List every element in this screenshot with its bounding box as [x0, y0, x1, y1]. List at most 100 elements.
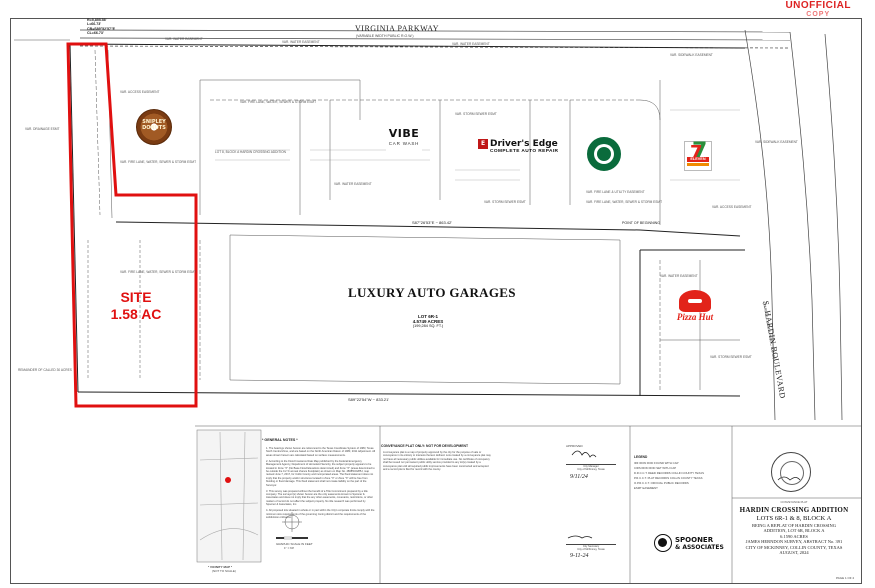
curve-data: R=5,855.58' L=66.73' CB=S89°52'57"E CL=6… — [87, 18, 115, 36]
site-outline — [66, 42, 198, 408]
legend-item: P.R.C.C.T. PLAT RECORDS COLLIN COUNTY TE… — [634, 476, 703, 480]
secretary-sig-line — [566, 544, 616, 545]
spooner-associates-logo: SPOONER & ASSOCIATES — [654, 534, 730, 554]
general-note-2: 2. According to the Flood Insurance Rate… — [266, 459, 375, 487]
snipley-donuts-text: SNIPLEY DONUTS — [142, 119, 166, 131]
point-of-beginning-label: POINT OF BEGINNING — [622, 221, 661, 225]
title-block-survey: JAMES HERNDON SURVEY, ABSTRACT No. 391 — [745, 539, 843, 545]
legend-title: LEGEND — [634, 455, 648, 459]
vibe-main-text: VIBE — [388, 127, 420, 140]
legend-item: D.R.C.C.T. DEED RECORDS COLLIN COUNTY TE… — [634, 471, 704, 475]
easement-water-label-2: VAR. WATER EASEMENT — [282, 40, 320, 44]
legend-item: IRF IRON ROD FOUND WITH CAP — [634, 461, 679, 465]
vibe-car-wash-logo: VIBE CAR WASH — [386, 127, 422, 157]
unofficial-copy-stamp: UNOFFICIAL COPY — [785, 0, 851, 19]
conveyance-title: CONVEYANCE PLAT ONLY: NOT FOR DEVELOPMEN… — [381, 444, 469, 448]
easement-sidewalk-label-2: VAR. SIDEWALK EASEMENT — [755, 140, 798, 144]
easement-water-label-4: VAR. WATER EASEMENT — [334, 182, 372, 186]
north-line-bearing: S87°26'53"E ~ 863.42' — [412, 220, 453, 225]
curve-radius: R=5,855.58' — [87, 18, 107, 22]
title-block-frame — [195, 425, 862, 584]
hardin-block-label: LOT 8, BLOCK A HARDIN CROSSING ADDITION — [215, 150, 286, 154]
seven-eleven-logo: 7 7 ELEVEN — [684, 141, 712, 171]
drivers-edge-main-text: Driver's Edge — [490, 139, 558, 149]
easement-storm-label-2: VAR. STORM SEWER ESMT — [484, 200, 526, 204]
title-block-lots: LOTS 6R-1 & 8, BLOCK A — [756, 515, 832, 522]
general-notes-column: 1. The bearings shown hereon are referen… — [266, 447, 376, 522]
title-block-acreage: 6.1590 ACRES — [780, 533, 808, 539]
easement-fire-lane-util-label: VAR. FIRE LANE & UTILITY EASEMENT — [586, 190, 645, 194]
curve-length: L=66.73' — [87, 22, 102, 27]
title-block-addition: HARDIN CROSSING ADDITION — [739, 506, 849, 514]
vicinity-map — [196, 429, 262, 563]
easement-fire-lane-label-3: VAR. FIRE LANE, WATER, SEWER & STORM ESM… — [586, 200, 663, 204]
conveyance-text: A conveyance plat is a map of property a… — [383, 451, 491, 472]
starbucks-siren-icon — [597, 147, 611, 161]
title-block-date: AUGUST, 2024 — [779, 550, 809, 556]
title-block-line2: ADDITION, LOT 6R, BLOCK A — [763, 528, 825, 534]
easement-storm-label: VAR. STORM SEWER ESMT — [455, 112, 497, 116]
easement-storm-label-3: VAR. STORM SEWER ESMT — [710, 355, 752, 359]
curve-chord: CL=66.73' — [87, 31, 104, 36]
easement-sidewalk-label: VAR. SIDEWALK EASEMENT — [670, 53, 713, 57]
seven-eleven-orange-bar — [687, 163, 709, 166]
title-block-details: BEING A REPLAT OF HARDIN CROSSING ADDITI… — [732, 523, 856, 555]
south-line-bearing: S89°22'54"W ~ 833.21' — [348, 397, 390, 402]
starbucks-logo — [587, 137, 621, 171]
easement-access-label: VAR. ACCESS EASEMENT — [120, 90, 160, 94]
site-label: SITE 1.58 AC — [108, 289, 164, 323]
general-notes-title: * GENERAL NOTES * — [262, 438, 298, 442]
graphic-scale — [276, 512, 308, 540]
pizza-hut-roof-icon — [679, 290, 711, 312]
easement-drainage-label: VAR. DRAINAGE ESMT — [25, 127, 60, 131]
seven-eleven-text: ELEVEN — [687, 157, 709, 162]
site-label-line1: SITE — [120, 289, 152, 305]
easement-fire-lane-label-2: VAR. FIRE LANE, WATER, SEWER & STORM ESM… — [240, 100, 317, 104]
graphic-scale-ratio: 1" = 60' — [284, 546, 295, 550]
manager-sig-line — [566, 464, 616, 465]
approved-label: APPROVED — [566, 444, 583, 448]
snipley-donuts-logo: SNIPLEY DONUTS — [136, 109, 172, 145]
title-block-city: CITY OF MCKINNEY, COLLIN COUNTY, TEXAS — [745, 544, 843, 550]
main-lot-acres: 4.5749 ACRES — [412, 319, 444, 324]
notary-seal — [771, 452, 811, 492]
virginia-parkway-sub: (VARIABLE WIDTH PUBLIC R.O.W.) — [356, 34, 414, 38]
secretary-city: City of McKinney, Texas — [577, 548, 605, 551]
legend-item: CIRS IRON ROD SET WITH CAP — [634, 466, 677, 470]
easement-access-label-2: VAR. ACCESS EASEMENT — [712, 205, 752, 209]
spooner-circle-icon — [654, 534, 672, 552]
general-note-3: 3. This survey was prepared without the … — [266, 489, 373, 507]
manager-caption: City Manager City of McKinney, Texas — [566, 465, 616, 471]
curve-bearing: CB=S89°52'57"E — [87, 26, 116, 31]
easement-water-label: VAR. WATER EASEMENT — [165, 37, 203, 41]
general-note-1: 1. The bearings shown hereon are referen… — [266, 447, 376, 457]
main-lot-number: LOT 6R-1 — [417, 314, 438, 319]
vicinity-not-to-scale: (NOT TO SCALE) — [212, 569, 236, 573]
remainder-label: REMAINDER OF CALLED 30 ACRES — [18, 368, 72, 372]
stamp-line2: COPY — [806, 11, 831, 18]
spooner-name: SPOONER — [675, 536, 714, 544]
spooner-associates: & ASSOCIATES — [675, 544, 724, 551]
main-lot-info: LOT 6R-1 4.5749 ACRES (199,284 SQ. FT.) — [398, 314, 458, 328]
legend-item: O.P.R.C.C.T. OFFICIAL PUBLIC RECORDS — [634, 481, 689, 485]
hardin-boulevard-lines — [744, 29, 843, 421]
title-block: CONVEYANCE PLAT HARDIN CROSSING ADDITION… — [732, 500, 856, 555]
manager-title: City Manager — [583, 465, 599, 468]
parcel-boundary — [69, 43, 746, 397]
secretary-title: City Secretary — [582, 545, 600, 548]
manager-city: City of McKinney, Texas — [577, 468, 605, 471]
easement-water-label-5: VAR. WATER EASEMENT — [660, 274, 698, 278]
general-note-4: 4. All proposed lots situated in whole o… — [266, 509, 375, 520]
pizza-hut-text: Pizza Hut — [676, 312, 714, 322]
vicinity-map-caption: * VICINITY MAP * — [208, 565, 233, 569]
drivers-edge-icon: E — [478, 139, 488, 149]
title-block-kind: CONVEYANCE PLAT — [780, 500, 808, 504]
stamp-line1: UNOFFICIAL — [785, 0, 851, 11]
approval-date-1: 9/11/24 — [570, 474, 588, 480]
main-lot-title: LUXURY AUTO GARAGES — [348, 285, 516, 300]
legend-item: ESMT EASEMENT — [634, 486, 658, 490]
approval-date-2: 9-11-24 — [570, 553, 589, 559]
easement-water-label-3: VAR. WATER EASEMENT — [452, 42, 490, 46]
